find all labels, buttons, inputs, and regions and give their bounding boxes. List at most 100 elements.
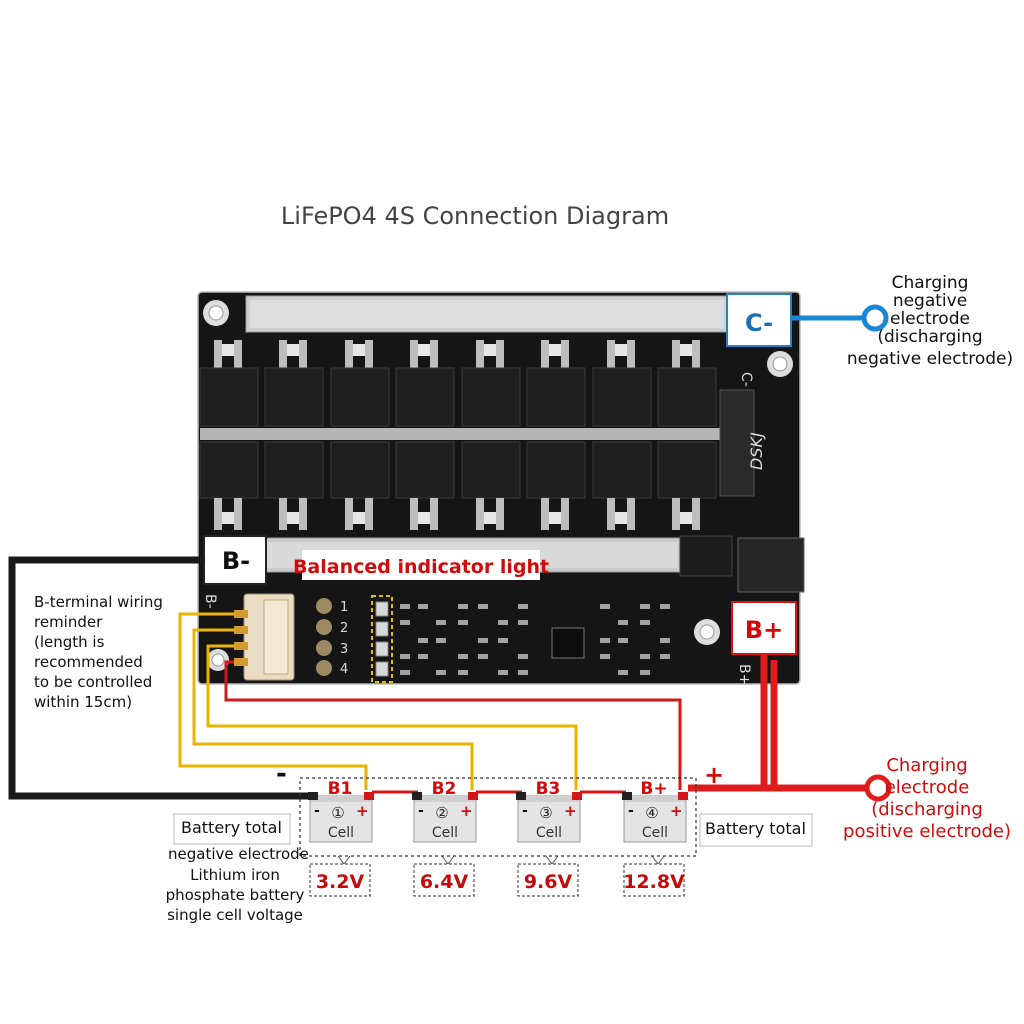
mosfet	[657, 441, 717, 530]
b-plus-terminal-label: B+	[745, 616, 783, 644]
smd-part	[660, 654, 670, 659]
balanced-indicator-box	[302, 550, 540, 580]
b-plus-wire	[688, 654, 866, 792]
charging-negative-label: Charging negative electrode (discharging…	[838, 274, 1022, 368]
mosfet	[526, 441, 586, 530]
board-brand-text: DSKJ	[747, 432, 766, 470]
pack-negative-sign: -	[276, 759, 287, 789]
mounting-hole	[207, 649, 229, 671]
cell-negative-terminal	[412, 792, 422, 800]
battery-pack-frame	[299, 777, 697, 857]
smd-part	[640, 620, 650, 625]
battery-cell: B+-④+Cell	[622, 779, 688, 843]
mosfet	[330, 340, 390, 427]
cell-negative-terminal	[516, 792, 526, 800]
smd-part	[600, 638, 610, 643]
smd-part	[618, 620, 628, 625]
cell-tag: B+	[640, 779, 667, 799]
mosfet	[264, 441, 324, 530]
smd-part	[418, 604, 428, 609]
cell-plus-sign: +	[460, 802, 473, 820]
balance-led	[375, 661, 389, 677]
mosfet	[461, 340, 521, 427]
cell-tag: B3	[536, 779, 561, 799]
smd-part	[458, 620, 468, 625]
negative-electrode-label: negative electrode	[168, 845, 309, 863]
balance-pad	[316, 619, 332, 635]
smd-part	[518, 620, 528, 625]
c-minus-terminal: C-	[726, 293, 792, 347]
mosfet	[199, 340, 259, 427]
cell-label: Cell	[432, 825, 458, 841]
cell-label: Cell	[642, 825, 668, 841]
cell-voltage-value: 6.4V	[420, 871, 469, 893]
cell-voltage: 9.6V	[517, 855, 579, 897]
balance-led-frame	[371, 595, 393, 683]
smd-part	[640, 670, 650, 675]
balance-led	[375, 641, 389, 657]
smd-part	[618, 670, 628, 675]
smd-part	[458, 604, 468, 609]
mosfet	[592, 340, 652, 427]
mosfet	[461, 441, 521, 530]
c-minus-wire	[791, 304, 889, 332]
balance-pad	[316, 660, 332, 676]
mosfet-array	[199, 340, 717, 530]
cell-number: ③	[539, 804, 552, 822]
mosfet	[592, 441, 652, 530]
b-terminal-reminder: B-terminal wiring reminder (length is re…	[34, 592, 163, 712]
cell-label: Cell	[536, 825, 562, 841]
charging-negative-line: electrode	[890, 309, 970, 329]
smd-part	[458, 670, 468, 675]
mounting-hole	[203, 300, 229, 326]
battery-total-right-label: Battery total	[705, 819, 806, 838]
cell-positive-terminal	[678, 792, 688, 800]
cell-voltage: 12.8V	[623, 855, 685, 897]
cell-minus-sign: -	[628, 803, 634, 819]
smd-components	[400, 604, 670, 675]
b-minus-wire	[8, 556, 312, 800]
balance-leds	[375, 601, 389, 677]
balance-led	[375, 601, 389, 617]
battery-total-left-box	[173, 813, 291, 845]
balance-pad	[316, 598, 332, 614]
smd-part	[518, 654, 528, 659]
cell-negative-terminal	[622, 792, 632, 800]
shunt-component	[719, 389, 755, 497]
smd-part	[600, 604, 610, 609]
smd-part	[498, 638, 508, 643]
balance-pad-number: 3	[340, 642, 348, 657]
mounting-hole	[767, 351, 793, 377]
smd-part	[478, 604, 488, 609]
cell-voltage-note: Lithium iron phosphate battery single ce…	[164, 865, 306, 925]
charging-positive-terminal	[864, 774, 892, 802]
cell-voltage: 6.4V	[413, 855, 475, 897]
mosfet	[395, 441, 455, 530]
mounting-hole	[694, 619, 720, 645]
right-power-component	[737, 537, 805, 593]
c-minus-terminal-label: C-	[745, 309, 773, 337]
reminder-line: B-terminal wiring	[34, 593, 163, 611]
charging-positive-label: Charging electrode (discharging positive…	[834, 755, 1020, 843]
balance-pad-number: 1	[340, 600, 348, 615]
smd-part	[498, 620, 508, 625]
charging-negative-line: negative electrode)	[846, 349, 1014, 369]
control-ic	[551, 627, 585, 659]
cell-voltage-value: 9.6V	[524, 871, 573, 893]
smd-part	[436, 620, 446, 625]
balance-led	[375, 621, 389, 637]
balance-pad-number: 2	[340, 621, 348, 636]
smd-part	[618, 638, 628, 643]
smd-part	[400, 654, 410, 659]
battery-cell: B2-②+Cell	[412, 779, 478, 843]
smd-part	[400, 620, 410, 625]
mosfet	[657, 340, 717, 427]
cell-number: ②	[435, 804, 448, 822]
smd-part	[640, 604, 650, 609]
battery-total-right-box	[699, 813, 813, 847]
charging-positive-line: positive electrode)	[843, 821, 1011, 842]
cell-tag: B2	[432, 779, 457, 799]
